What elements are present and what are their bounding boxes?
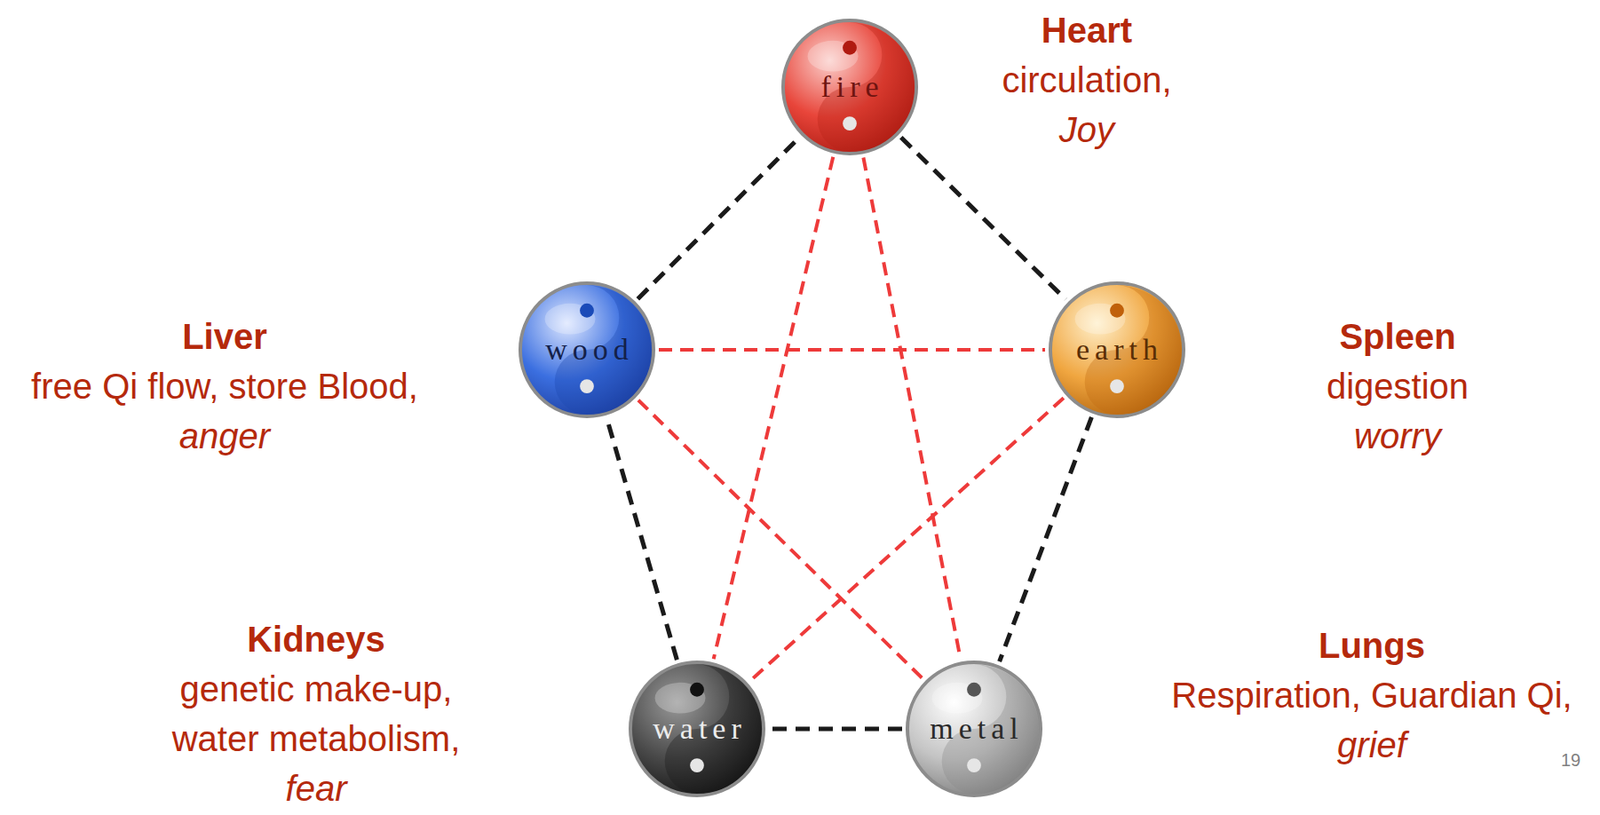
element-sphere: wood <box>516 279 658 420</box>
element-name: metal <box>924 711 1024 747</box>
organ-label-group: Kidneysgenetic make-up,water metabolism,… <box>172 614 461 814</box>
generating-cycle-line <box>768 727 903 732</box>
emotion-text: anger <box>31 411 419 461</box>
element-name: earth <box>1070 332 1164 368</box>
controlling-cycle-line <box>750 397 1064 681</box>
emotion-text: grief <box>1171 720 1572 770</box>
element-sphere: earth <box>1046 279 1188 420</box>
generating-cycle-line <box>999 417 1093 662</box>
element-sphere: fire <box>779 16 920 158</box>
page-number-box: 19 <box>1560 749 1581 771</box>
organ-label-group: Liverfree Qi flow, store Blood,anger <box>31 311 419 461</box>
organ-name: Heart <box>1001 5 1172 56</box>
function-text: circulation, <box>1001 55 1172 105</box>
emotion-text: worry <box>1326 411 1469 461</box>
function-text: free Qi flow, store Blood, <box>31 361 419 412</box>
organ-label-group: LungsRespiration, Guardian Qi,grief <box>1171 620 1572 770</box>
organ-label-group: Spleendigestionworry <box>1326 311 1469 461</box>
element-sphere: water <box>626 658 768 800</box>
organ-name: Spleen <box>1326 311 1469 362</box>
generating-cycle-line <box>607 419 678 660</box>
organ-label-group: Heartcirculation,Joy <box>1001 5 1172 155</box>
generating-cycle-line <box>637 137 799 299</box>
function-text: genetic make-up, <box>172 664 461 714</box>
element-sphere: metal <box>903 658 1045 800</box>
element-name: water <box>647 711 747 747</box>
function-text: water metabolism, <box>172 713 461 764</box>
organ-name: Kidneys <box>172 614 461 665</box>
page-number: 19 <box>1560 749 1581 771</box>
emotion-text: Joy <box>1001 104 1172 155</box>
controlling-cycle-line <box>863 158 960 659</box>
element-name: fire <box>815 69 884 105</box>
generating-cycle-line <box>901 137 1066 300</box>
organ-name: Liver <box>31 311 419 362</box>
organ-name: Lungs <box>1171 620 1572 671</box>
function-text: Respiration, Guardian Qi, <box>1171 670 1572 721</box>
emotion-text: fear <box>172 763 461 814</box>
controlling-cycle-line <box>658 348 1046 352</box>
controlling-cycle-line <box>638 400 923 680</box>
controlling-cycle-line <box>713 157 834 659</box>
element-name: wood <box>539 332 634 368</box>
function-text: digestion <box>1326 361 1469 412</box>
